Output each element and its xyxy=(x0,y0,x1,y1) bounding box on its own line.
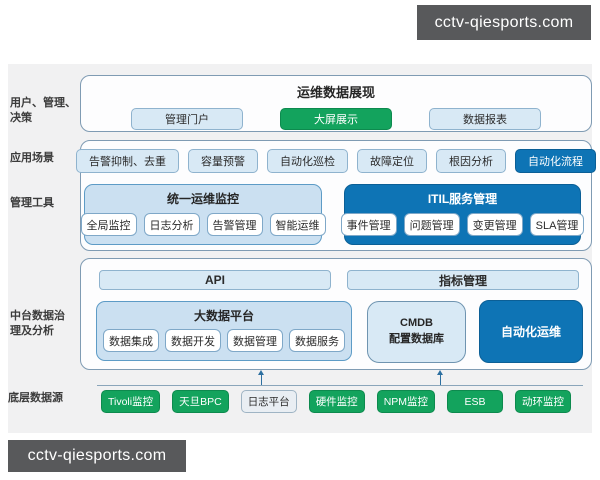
layer-label-scenarios: 应用场景 xyxy=(10,152,54,164)
metric-management-bar[interactable]: 指标管理 xyxy=(347,270,579,290)
data-management-button[interactable]: 数据管理 xyxy=(227,329,283,352)
data-development-button[interactable]: 数据开发 xyxy=(165,329,221,352)
tools-section: 告警抑制、去重 容量预警 自动化巡检 故障定位 根因分析 自动化流程 统一运维监… xyxy=(76,140,596,251)
watermark-top-text: cctv-qiesports.com xyxy=(434,13,574,31)
hardware-monitoring-button[interactable]: 硬件监控 xyxy=(308,390,365,413)
presentation-section: 运维数据展现 管理门户 大屏展示 数据报表 xyxy=(80,75,592,132)
platform-section: API 指标管理 大数据平台 数据集成 数据开发 数据管理 数据服务 CMDB … xyxy=(80,258,592,370)
data-source-row: Tivoli监控 天旦BPC 日志平台 硬件监控 NPM监控 ESB 动环监控 xyxy=(80,390,592,413)
bigdata-platform-buttons: 数据集成 数据开发 数据管理 数据服务 xyxy=(97,329,351,352)
cmdb-box[interactable]: CMDB 配置数据库 xyxy=(367,301,466,363)
data-report-button[interactable]: 数据报表 xyxy=(429,108,541,130)
source-connector-line xyxy=(97,385,583,386)
big-screen-display-button[interactable]: 大屏展示 xyxy=(280,108,392,130)
layer-label-users: 用户、管理、决策 xyxy=(10,97,76,125)
presentation-button-row: 管理门户 大屏展示 数据报表 xyxy=(81,108,591,130)
incident-management-button[interactable]: 事件管理 xyxy=(340,213,397,236)
unified-monitoring-buttons: 全局监控 日志分析 告警管理 智能运维 xyxy=(80,213,326,236)
env-monitoring-button[interactable]: 动环监控 xyxy=(515,390,572,413)
intelligent-ops-button[interactable]: 智能运维 xyxy=(269,213,326,236)
cmdb-line1: CMDB xyxy=(400,317,433,330)
alarm-management-button[interactable]: 告警管理 xyxy=(206,213,263,236)
itil-service-panel: ITIL服务管理 事件管理 问题管理 变更管理 SLA管理 xyxy=(340,184,585,245)
data-service-button[interactable]: 数据服务 xyxy=(289,329,345,352)
bigdata-platform-title: 大数据平台 xyxy=(193,309,254,323)
cmdb-line2: 配置数据库 xyxy=(389,333,444,345)
up-arrow-left xyxy=(258,370,264,385)
watermark-top: cctv-qiesports.com xyxy=(417,5,591,40)
alarm-suppression-button[interactable]: 告警抑制、去重 xyxy=(76,149,179,173)
automation-process-button[interactable]: 自动化流程 xyxy=(515,149,596,173)
netis-bpc-button[interactable]: 天旦BPC xyxy=(172,390,229,413)
unified-monitoring-panel: 统一运维监控 全局监控 日志分析 告警管理 智能运维 xyxy=(80,184,326,245)
log-platform-button[interactable]: 日志平台 xyxy=(240,390,297,413)
root-cause-button[interactable]: 根因分析 xyxy=(436,149,506,173)
npm-monitoring-button[interactable]: NPM监控 xyxy=(376,390,436,413)
itil-service-title: ITIL服务管理 xyxy=(427,192,498,206)
management-portal-button[interactable]: 管理门户 xyxy=(131,108,243,130)
scenario-button-row: 告警抑制、去重 容量预警 自动化巡检 故障定位 根因分析 自动化流程 xyxy=(76,149,596,173)
itil-service-buttons: 事件管理 问题管理 变更管理 SLA管理 xyxy=(340,213,585,236)
change-management-button[interactable]: 变更管理 xyxy=(466,213,523,236)
layer-label-data-governance: 中台数据治理及分析 xyxy=(10,310,65,338)
api-bar[interactable]: API xyxy=(99,270,331,290)
up-arrow-right xyxy=(437,370,443,385)
bigdata-platform-panel: 大数据平台 数据集成 数据开发 数据管理 数据服务 xyxy=(96,301,352,361)
data-integration-button[interactable]: 数据集成 xyxy=(103,329,159,352)
sla-management-button[interactable]: SLA管理 xyxy=(529,213,585,236)
presentation-title: 运维数据展现 xyxy=(296,85,375,100)
auto-inspection-button[interactable]: 自动化巡检 xyxy=(267,149,348,173)
fault-location-button[interactable]: 故障定位 xyxy=(357,149,427,173)
automated-ops-box[interactable]: 自动化运维 xyxy=(479,300,583,363)
capacity-warning-button[interactable]: 容量预警 xyxy=(188,149,258,173)
tivoli-monitoring-button[interactable]: Tivoli监控 xyxy=(100,390,161,413)
problem-management-button[interactable]: 问题管理 xyxy=(403,213,460,236)
watermark-bottom-text: cctv-qiesports.com xyxy=(27,447,167,464)
log-analysis-button[interactable]: 日志分析 xyxy=(143,213,200,236)
unified-monitoring-title: 统一运维监控 xyxy=(166,192,239,206)
automated-ops-label: 自动化运维 xyxy=(500,325,561,339)
esb-button[interactable]: ESB xyxy=(447,390,504,413)
global-monitoring-button[interactable]: 全局监控 xyxy=(80,213,137,236)
watermark-bottom: cctv-qiesports.com xyxy=(8,440,186,472)
layer-label-tools: 管理工具 xyxy=(10,197,54,209)
layer-label-data-sources: 底层数据源 xyxy=(8,392,63,404)
